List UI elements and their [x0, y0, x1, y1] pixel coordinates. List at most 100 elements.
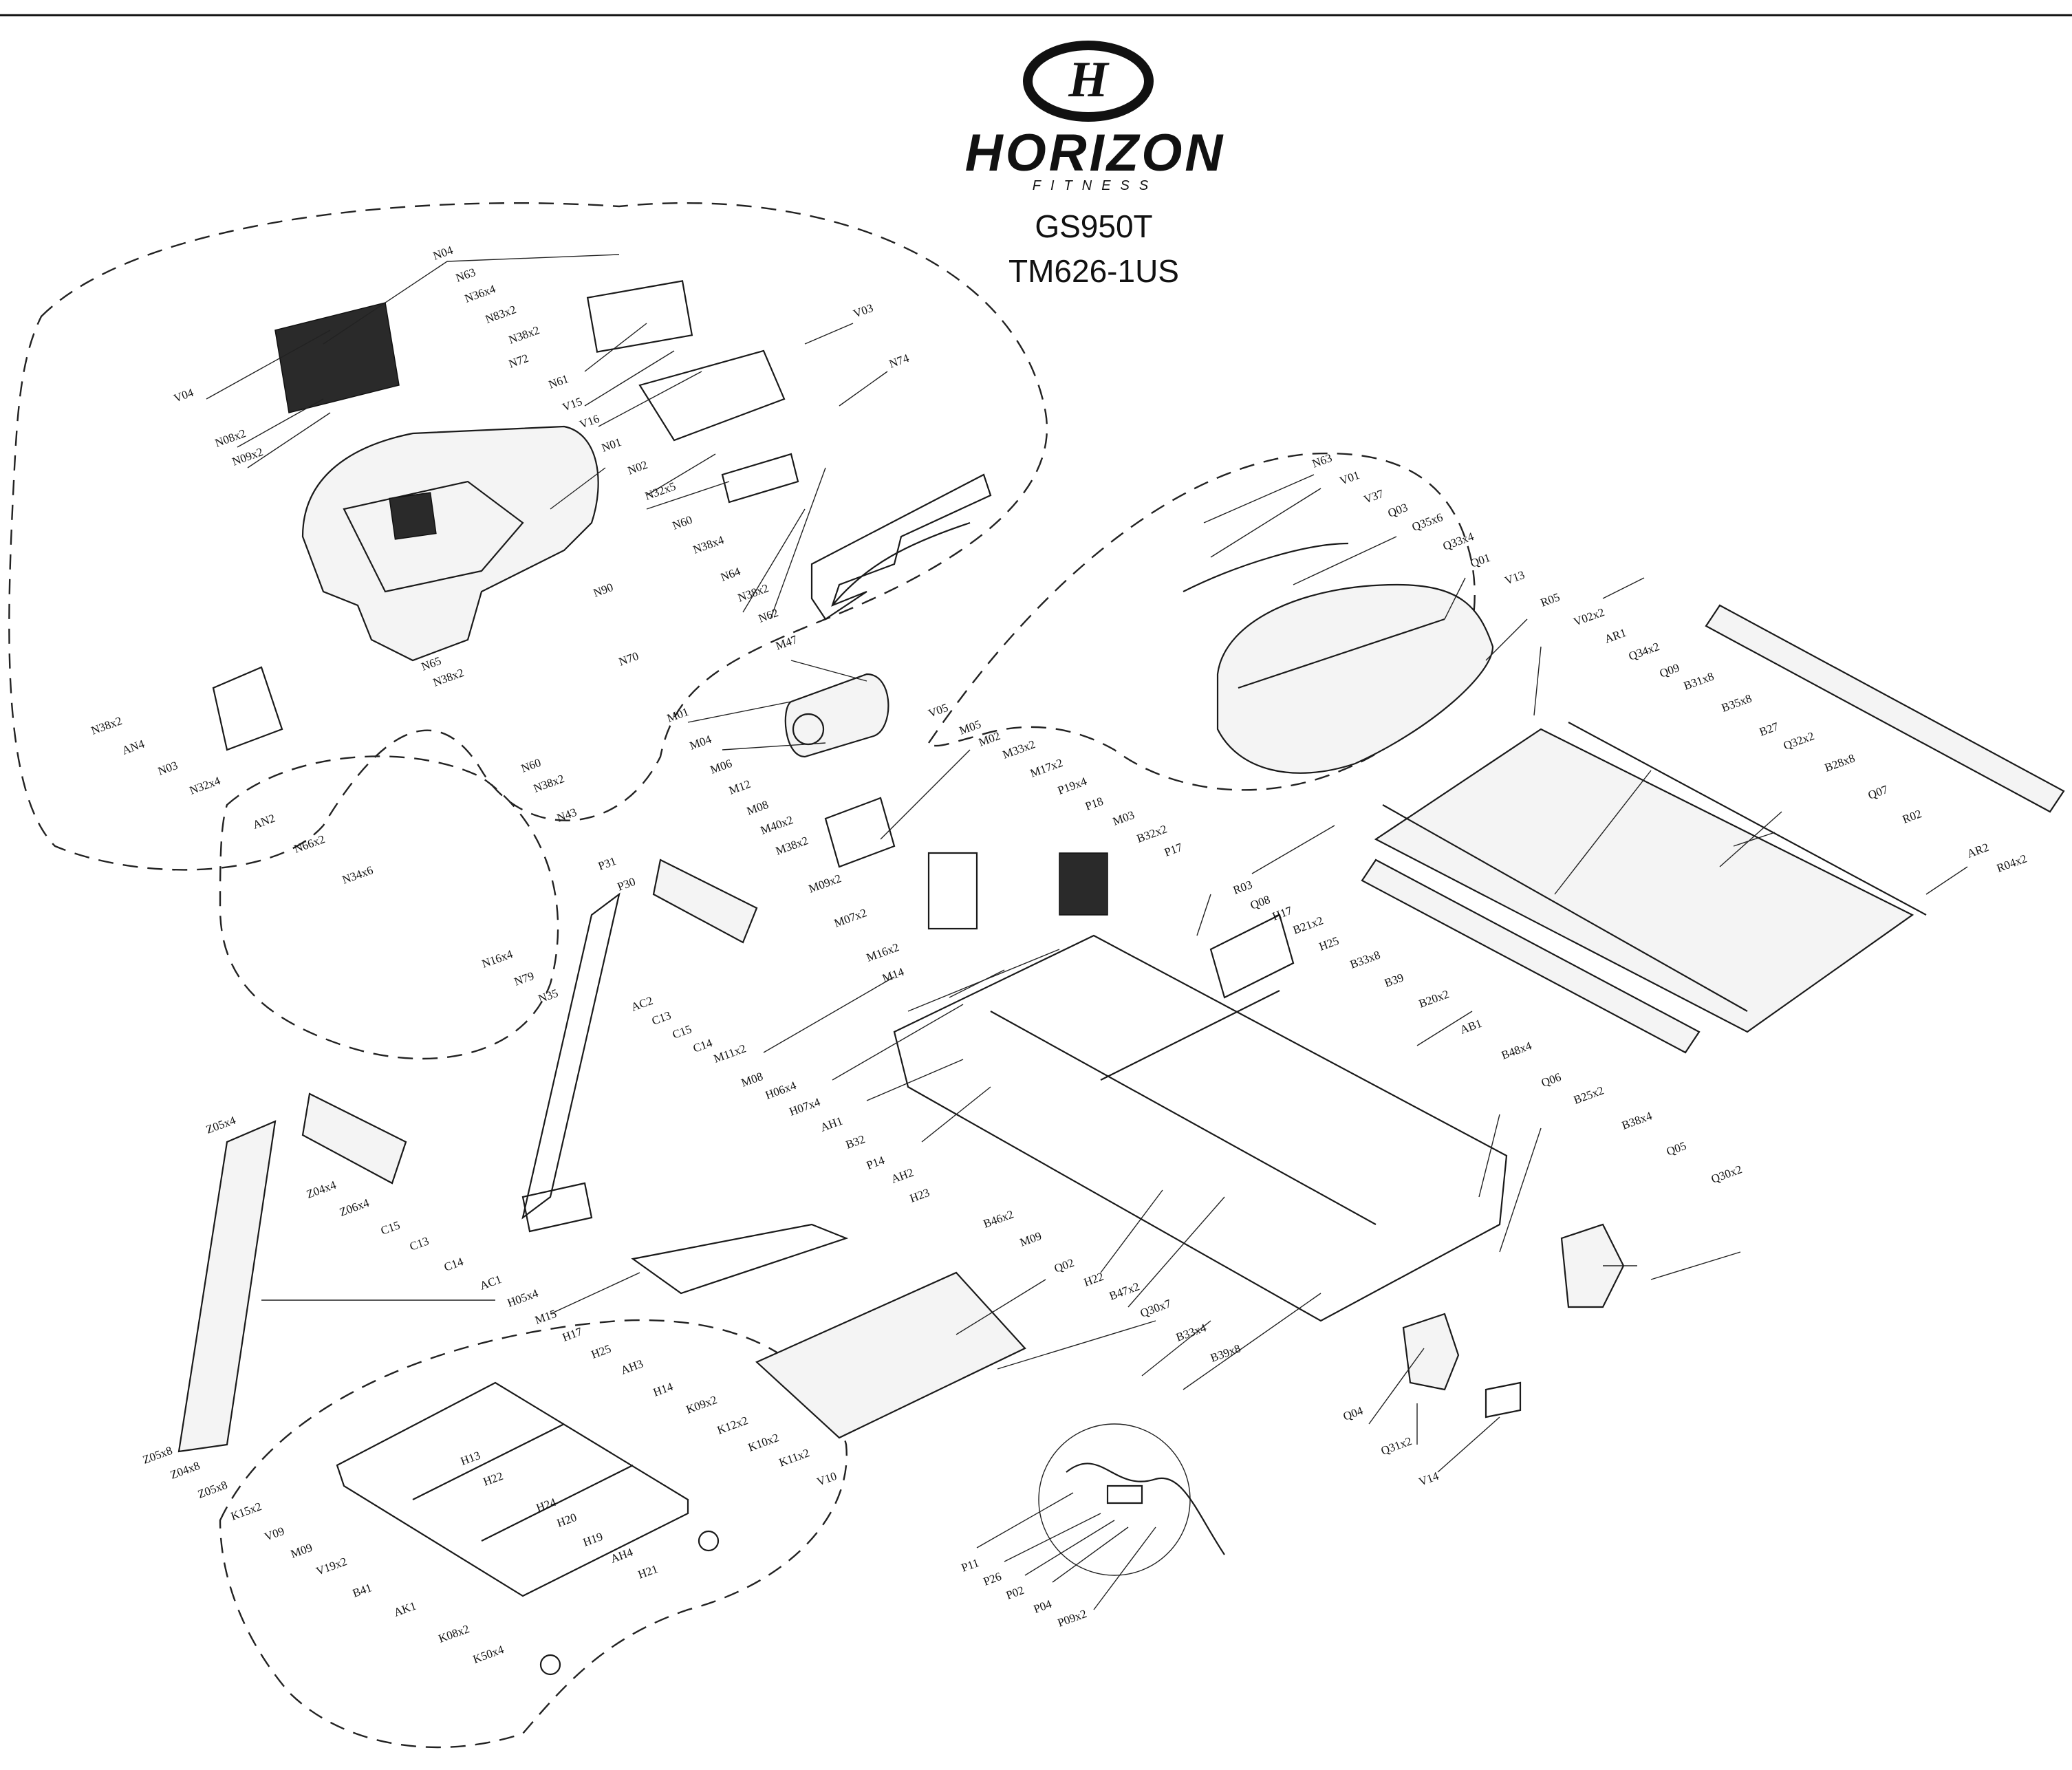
part-label-p31: P31 — [596, 854, 618, 873]
part-label-r02: R02 — [1901, 807, 1923, 826]
part-label-b35x8: B35x8 — [1720, 691, 1753, 714]
part-label-ar2: AR2 — [1965, 841, 1991, 861]
incline-bracket — [1209, 914, 1295, 999]
rear-roller — [1568, 722, 1927, 916]
part-label-m09b: M09 — [289, 1541, 314, 1561]
part-label-m17x2: M17x2 — [1028, 756, 1065, 780]
leader-lines — [206, 254, 1968, 1610]
upright-right — [521, 892, 620, 1220]
part-label-h13: H13 — [459, 1449, 482, 1468]
part-label-m14: M14 — [881, 965, 906, 985]
part-label-v02x2: V02x2 — [1572, 605, 1606, 629]
main-frame — [893, 934, 1508, 1322]
part-label-m05: M05 — [958, 717, 983, 737]
part-label-q01: Q01 — [1469, 551, 1492, 570]
part-label-n60a: N60 — [671, 513, 694, 532]
part-label-h25b: H25 — [590, 1342, 613, 1361]
part-label-v13: V13 — [1503, 568, 1526, 587]
part-label-ah2: AH2 — [889, 1166, 916, 1186]
base-group-outline — [219, 1319, 848, 1749]
part-label-n38x4: N38x4 — [691, 533, 726, 557]
part-label-b32x2: B32x2 — [1135, 822, 1169, 845]
part-label-n62: N62 — [757, 606, 780, 625]
part-label-k11x2: K11x2 — [777, 1446, 811, 1469]
part-label-m09x2: M09x2 — [807, 872, 843, 896]
part-label-h21: H21 — [636, 1562, 660, 1582]
part-label-n74: N74 — [887, 352, 911, 371]
handrail-group-outline — [219, 755, 559, 1060]
part-label-q06: Q06 — [1540, 1070, 1563, 1090]
part-label-v37: V37 — [1362, 487, 1385, 506]
console-frame — [301, 425, 599, 662]
wheel — [539, 1654, 561, 1676]
controller-board — [1059, 852, 1108, 916]
part-label-an2: AN2 — [251, 812, 277, 832]
part-label-n04: N04 — [431, 244, 455, 263]
part-label-q03: Q03 — [1386, 501, 1410, 520]
part-label-q08: Q08 — [1249, 893, 1272, 912]
part-label-q04: Q04 — [1341, 1404, 1365, 1423]
part-label-m11x2: M11x2 — [712, 1042, 748, 1065]
part-label-n08x2: N08x2 — [213, 427, 248, 450]
part-label-b33x4: B33x4 — [1174, 1321, 1209, 1344]
part-label-q32x2: Q32x2 — [1782, 729, 1816, 753]
part-label-h14: H14 — [651, 1380, 675, 1399]
part-label-h05x4: H05x4 — [506, 1286, 540, 1310]
overlay-panel — [586, 280, 693, 353]
part-label-z04x8: Z04x8 — [169, 1459, 202, 1482]
part-label-v15: V15 — [561, 395, 584, 414]
model-code: TM626-1US — [1008, 253, 1179, 289]
part-label-ah1: AH1 — [819, 1114, 845, 1134]
part-label-k10x2: K10x2 — [746, 1431, 781, 1454]
part-label-z06x4: Z06x4 — [338, 1196, 371, 1219]
part-label-z05x8b: Z05x8 — [196, 1478, 229, 1501]
part-label-p30: P30 — [616, 875, 637, 894]
part-label-q35x6: Q35x6 — [1410, 510, 1445, 534]
part-label-h22a: H22 — [1082, 1270, 1105, 1289]
part-label-h17a: H17 — [1271, 904, 1294, 923]
motor-controller — [927, 852, 978, 930]
part-label-ac2: AC2 — [629, 994, 655, 1014]
part-label-p11: P11 — [960, 1556, 981, 1575]
part-label-q30x7: Q30x7 — [1138, 1297, 1173, 1320]
console-group-outline — [8, 202, 1048, 871]
part-label-n35: N35 — [537, 986, 560, 1006]
bracket-an4 — [212, 666, 283, 751]
part-label-n79: N79 — [512, 969, 536, 989]
part-label-r03: R03 — [1231, 878, 1254, 897]
part-label-b39: B39 — [1383, 971, 1405, 990]
part-label-z04x4: Z04x4 — [305, 1178, 338, 1201]
part-label-m47: M47 — [774, 633, 799, 653]
part-label-h24: H24 — [535, 1496, 558, 1515]
part-label-ab1: AB1 — [1458, 1017, 1484, 1037]
part-label-m16x2: M16x2 — [865, 940, 901, 964]
part-label-v04: V04 — [172, 386, 195, 405]
part-label-h19: H19 — [581, 1530, 605, 1549]
part-label-m15: M15 — [533, 1307, 559, 1327]
part-label-n38x2a: N38x2 — [507, 323, 541, 347]
part-label-n36x4: N36x4 — [463, 282, 497, 305]
rear-endcap-right — [1560, 1223, 1625, 1308]
fan-grille — [274, 302, 400, 413]
part-label-v10: V10 — [815, 1469, 839, 1489]
part-label-n60b: N60 — [519, 756, 543, 775]
part-label-h07x4: H07x4 — [788, 1095, 822, 1119]
motor-hood — [1216, 583, 1494, 774]
part-label-b39x8: B39x8 — [1209, 1341, 1242, 1364]
part-label-r05: R05 — [1539, 590, 1562, 609]
part-label-b47x2: B47x2 — [1108, 1280, 1141, 1302]
part-label-m38x2: M38x2 — [774, 834, 810, 858]
part-label-k50x4: K50x4 — [471, 1643, 506, 1666]
part-label-p18: P18 — [1083, 795, 1105, 813]
part-label-m04: M04 — [688, 733, 713, 753]
part-label-c15a: C15 — [671, 1022, 693, 1042]
handlebar-foam-1 — [652, 859, 758, 944]
part-label-m03: M03 — [1111, 808, 1136, 828]
part-label-q30x2: Q30x2 — [1709, 1163, 1744, 1186]
console-cover-plate — [810, 473, 992, 620]
part-label-ah3: AH3 — [619, 1357, 645, 1377]
part-label-an4: AN4 — [120, 737, 147, 757]
part-label-v09: V09 — [263, 1524, 286, 1544]
part-label-b48x4: B48x4 — [1500, 1039, 1534, 1062]
front-roller — [1382, 804, 1748, 1012]
